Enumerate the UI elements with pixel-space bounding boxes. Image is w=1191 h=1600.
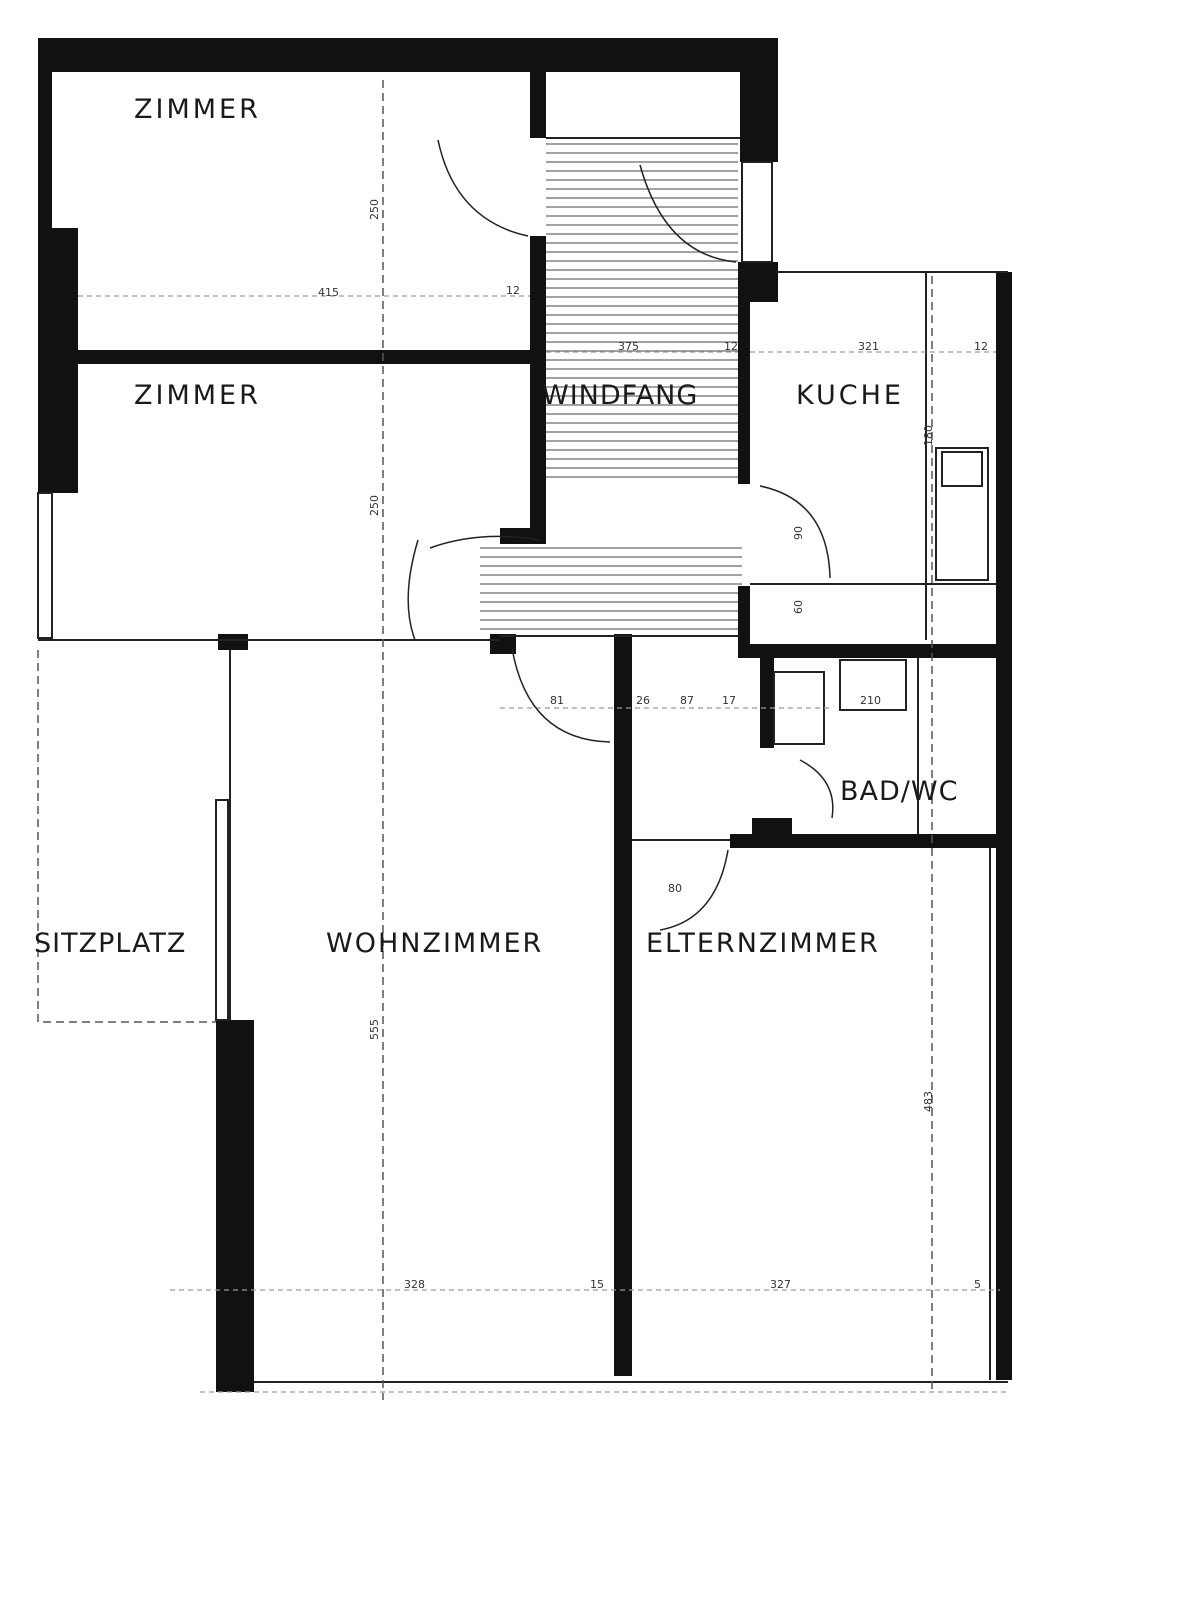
room-divider-wall: [78, 350, 530, 364]
room-label-bad-wc: BAD/WC: [840, 776, 958, 807]
dim-250-b: 250: [368, 495, 381, 516]
dim-483: 483: [922, 1091, 935, 1112]
door-swing-kitchen: [759, 485, 831, 579]
living-top-left-stub: [218, 634, 248, 650]
west-window-frame: [37, 492, 53, 639]
room-label-wohnzimmer: WOHNZIMMER: [326, 928, 543, 959]
windfang-left-wall-foot: [500, 528, 546, 544]
room-label-kueche: KUCHE: [796, 380, 904, 411]
windfang-floor-hatching: [480, 143, 742, 630]
bathtub: [839, 659, 907, 711]
walls: [38, 38, 1012, 1392]
dimension-lines: [78, 295, 1008, 1393]
dim-327: 327: [770, 1278, 791, 1291]
dim-328: 328: [404, 1278, 425, 1291]
door-swing-bath: [799, 759, 834, 819]
kitchen-sink-basin: [941, 451, 983, 487]
door-swings: [407, 139, 834, 931]
kitchen-corner-block: [738, 262, 778, 302]
dim-60: 60: [792, 600, 805, 614]
living-parents-wall: [614, 634, 632, 1376]
left-wall-upper: [38, 38, 52, 238]
room-label-zimmer-mid: ZIMMER: [134, 380, 261, 411]
kitchen-sink: [935, 447, 989, 581]
thin-lines: [37, 137, 1008, 1383]
dim-12-b: 12: [724, 340, 738, 353]
dim-81: 81: [550, 694, 564, 707]
entrance-window-frame: [741, 161, 773, 263]
dim-210: 210: [860, 694, 881, 707]
dim-375: 375: [618, 340, 639, 353]
windfang-right-wall: [738, 262, 750, 484]
room-label-elternzimmer: ELTERNZIMMER: [646, 928, 880, 959]
right-upper-wall: [740, 38, 778, 162]
dim-5: 5: [974, 1278, 981, 1291]
dim-180: 180: [922, 425, 935, 446]
bath-top-wall: [738, 644, 1012, 658]
top-exterior-wall: [38, 38, 778, 72]
living-window-frame: [215, 799, 229, 1021]
dim-250-a: 250: [368, 199, 381, 220]
door-swing-parents: [659, 849, 729, 931]
room-labels: ZIMMER ZIMMER WINDFANG KUCHE BAD/WC SITZ…: [34, 94, 958, 959]
door-swing-entrance: [639, 164, 737, 263]
dashed-lines: [37, 80, 933, 1400]
sitzplatz-outline: [37, 650, 216, 1023]
kitchen-bath-partition: [738, 586, 750, 658]
bath-bottom-wall: [730, 834, 1012, 848]
south-west-wall: [216, 1020, 254, 1392]
bath-bottom-stub: [752, 818, 792, 834]
dim-90: 90: [792, 526, 805, 540]
bath-left-wall: [760, 658, 774, 748]
door-swing-living: [511, 647, 611, 743]
dim-12-c: 12: [974, 340, 988, 353]
dim-26: 26: [636, 694, 650, 707]
left-pillar: [38, 228, 78, 493]
windfang-left-wall-top: [530, 72, 546, 138]
door-swing-corridor: [429, 535, 541, 549]
dim-87: 87: [680, 694, 694, 707]
room-label-sitzplatz: SITZPLATZ: [34, 928, 186, 959]
dim-12-a: 12: [506, 284, 520, 297]
dim-15: 15: [590, 1278, 604, 1291]
dim-415: 415: [318, 286, 339, 299]
windfang-left-wall: [530, 236, 546, 544]
east-exterior-wall: [996, 272, 1012, 1380]
door-swing-top: [437, 139, 529, 237]
room-label-windfang: WINDFANG: [542, 380, 698, 411]
dim-555: 555: [368, 1019, 381, 1040]
dim-80: 80: [668, 882, 682, 895]
dimension-labels: 415 375 321 12 12 12 250 250 555 483 180…: [318, 199, 988, 1291]
dim-17: 17: [722, 694, 736, 707]
room-label-zimmer-top: ZIMMER: [134, 94, 261, 125]
door-swing-zimmer: [407, 539, 419, 641]
dim-321: 321: [858, 340, 879, 353]
